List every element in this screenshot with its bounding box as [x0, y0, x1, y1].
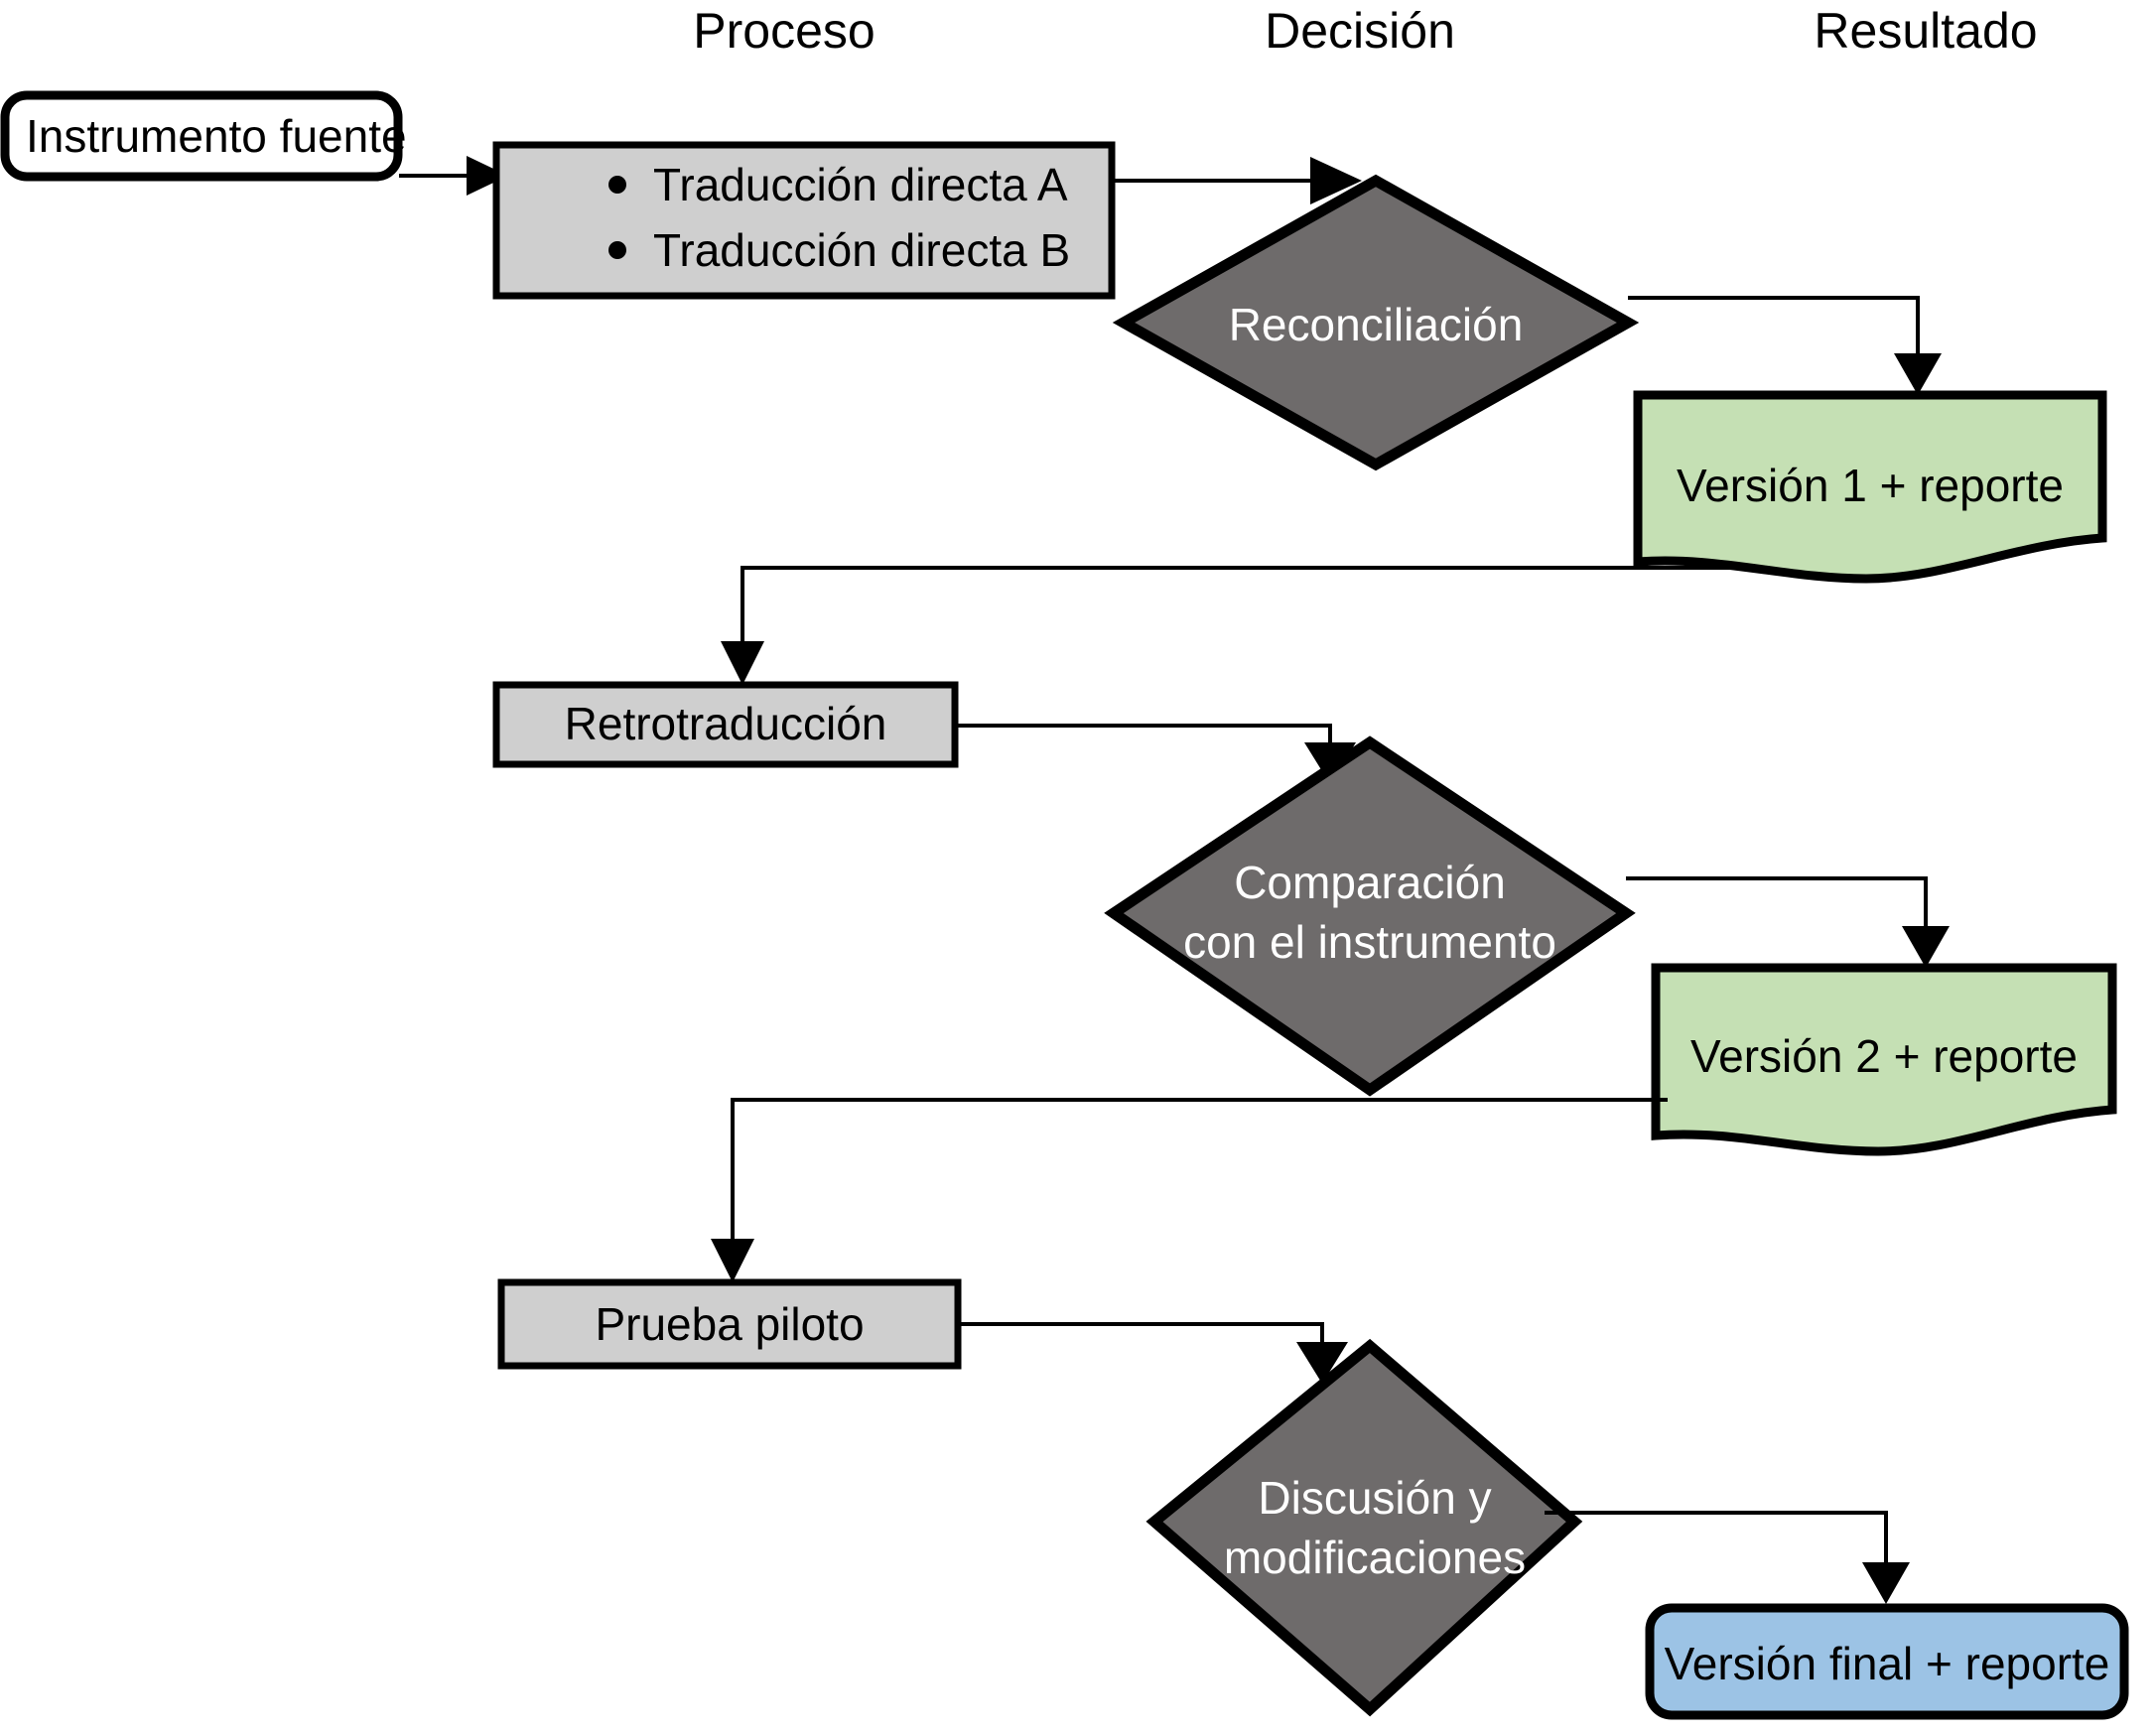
source-instrument-shape — [0, 90, 403, 182]
forward-translation-bullet-2: Traducción directa B — [653, 224, 1070, 276]
discussion-label-line1: Discusión y — [1258, 1472, 1491, 1524]
node-version1-document[interactable]: Versión 1 + reporte — [1633, 390, 2107, 584]
connector-forward-to-reconciliation — [1112, 157, 1362, 204]
reconciliation-shape — [1112, 174, 1640, 471]
final-version-label: Versión final + reporte — [1665, 1638, 2110, 1689]
node-reconciliation[interactable]: Reconciliación — [1112, 174, 1640, 471]
node-pilot-test[interactable]: Prueba piloto — [497, 1278, 962, 1370]
node-final-version[interactable]: Versión final + reporte — [1645, 1603, 2129, 1720]
column-header-proceso: Proceso — [693, 3, 875, 59]
version2-shape — [1651, 963, 2117, 1156]
column-header-resultado: Resultado — [1814, 3, 2037, 59]
discussion-shape — [1145, 1338, 1583, 1717]
version1-shape — [1633, 390, 2107, 584]
final-version-shape — [1645, 1603, 2129, 1720]
pilot-test-shape — [497, 1278, 962, 1370]
comparison-label-line1: Comparación — [1234, 857, 1506, 908]
connector-pilot-to-discussion — [958, 1322, 1348, 1384]
node-back-translation[interactable]: Retrotraducción — [492, 681, 959, 768]
connector-comparison-to-version2 — [1626, 876, 1950, 968]
node-forward-translation[interactable]: Traducción directa A Traducción directa … — [492, 141, 1116, 300]
comparison-label-line2: con el instrumento — [1183, 916, 1556, 968]
bullet-dot-icon — [608, 241, 626, 259]
column-header-decision: Decisión — [1265, 3, 1455, 59]
connector-backtranslation-to-comparison — [955, 724, 1356, 784]
node-discussion[interactable]: Discusión y modificaciones — [1145, 1338, 1583, 1717]
bullet-dot-icon — [608, 176, 626, 194]
forward-translation-bullet-1: Traducción directa A — [653, 159, 1068, 210]
forward-translation-shape — [492, 141, 1116, 300]
connector-version1-to-backtranslation — [721, 566, 1747, 685]
comparison-shape — [1104, 735, 1636, 1097]
node-comparison[interactable]: Comparación con el instrumento — [1104, 735, 1636, 1097]
reconciliation-label: Reconciliación — [1229, 299, 1524, 350]
version2-label: Versión 2 + reporte — [1690, 1030, 2078, 1082]
version1-label: Versión 1 + reporte — [1677, 460, 2064, 511]
node-source-instrument[interactable]: Instrumento fuente — [0, 90, 407, 182]
pilot-test-label: Prueba piloto — [595, 1298, 864, 1350]
connector-version2-to-pilot — [711, 1098, 1668, 1282]
source-instrument-label: Instrumento fuente — [26, 110, 407, 162]
node-version2-document[interactable]: Versión 2 + reporte — [1651, 963, 2117, 1156]
connector-discussion-to-final — [1545, 1511, 1910, 1604]
discussion-label-line2: modificaciones — [1224, 1532, 1526, 1583]
back-translation-label: Retrotraducción — [565, 698, 887, 749]
connector-source-to-forward — [399, 156, 508, 196]
connector-reconciliation-to-version1 — [1628, 296, 1942, 395]
